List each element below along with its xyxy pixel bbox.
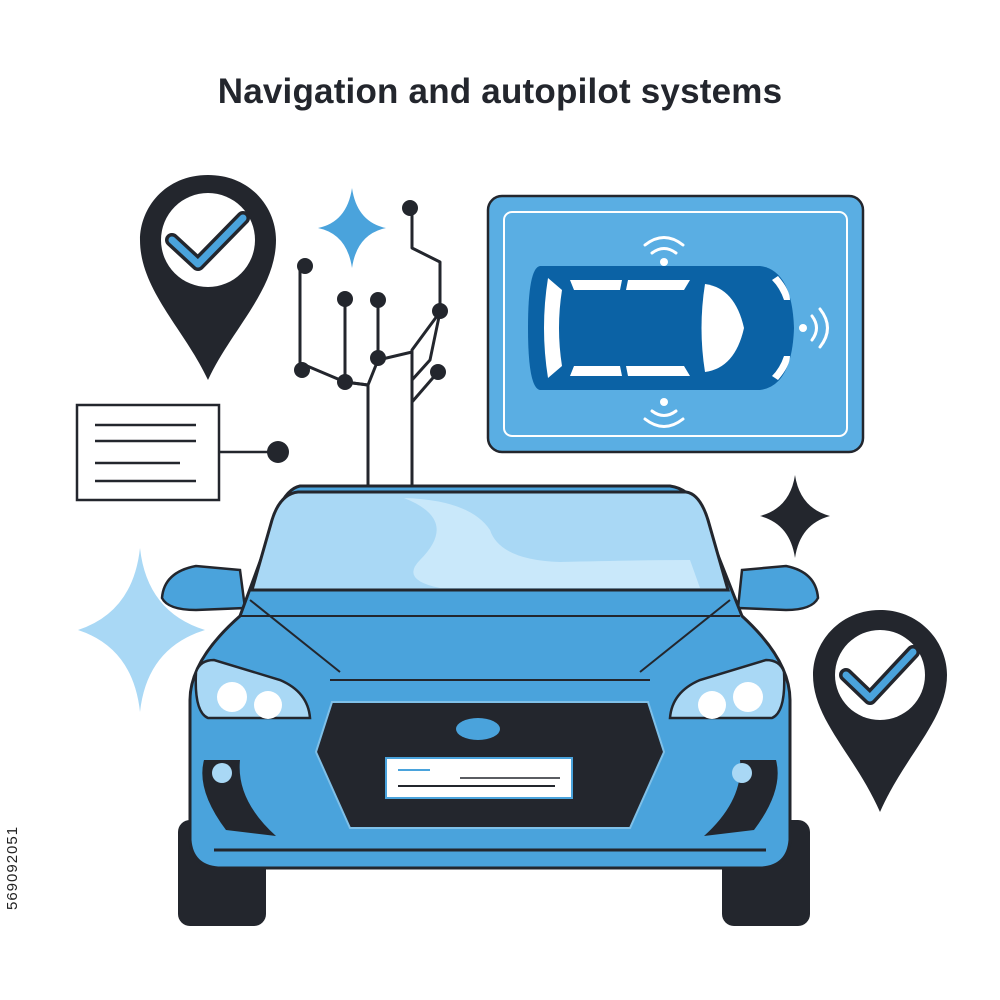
- sensor-wave-icon: [643, 236, 685, 266]
- sparkle-icon: [318, 188, 386, 268]
- top-view-car-screen: [486, 194, 865, 454]
- location-pin-check-icon: [813, 610, 947, 812]
- sparkle-icon: [760, 475, 830, 558]
- car-front: [160, 484, 820, 926]
- sensor-wave-icon: [799, 307, 829, 349]
- info-card-icon: [75, 403, 289, 502]
- circuit-tree-icon: [298, 208, 442, 485]
- page-title: Navigation and autopilot systems: [217, 72, 783, 111]
- sensor-wave-icon: [643, 398, 685, 428]
- circuit-nodes: [294, 200, 448, 390]
- location-pin-check-icon: [140, 175, 276, 380]
- sparkle-icon: [78, 548, 205, 712]
